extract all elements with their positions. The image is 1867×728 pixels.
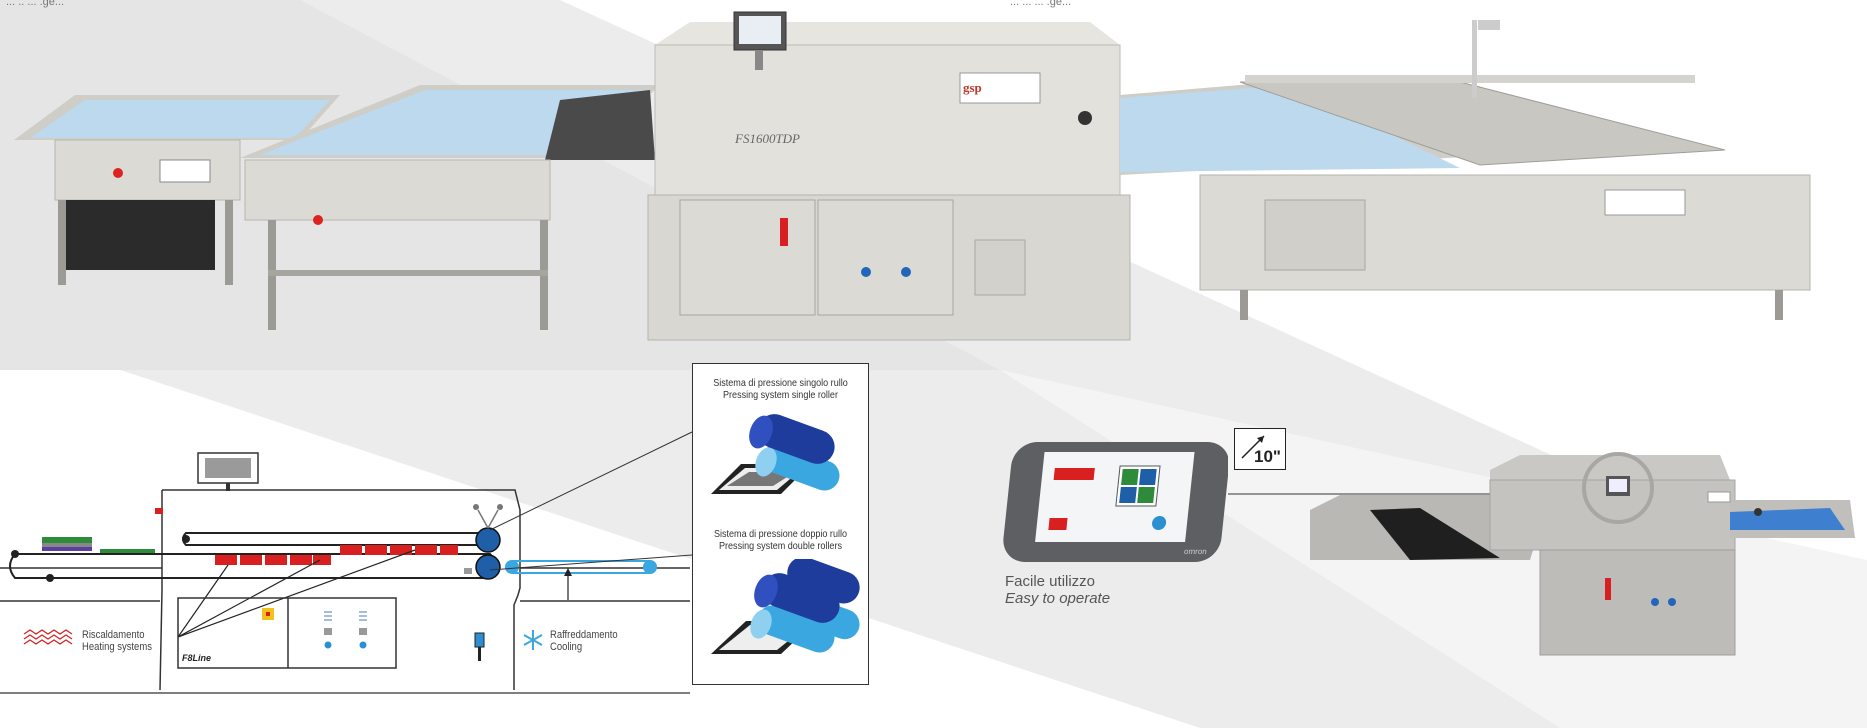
heat-waves-icon: [23, 629, 73, 645]
emergency-stop-left: [113, 168, 123, 178]
page-ref-right: ... ... ... .ge...: [1010, 0, 1072, 8]
single-roller-illustration: [711, 414, 840, 494]
cooling-label: Raffreddamento Cooling: [550, 629, 618, 653]
line-label: F8Line: [182, 653, 212, 663]
process-schematic: [0, 452, 690, 694]
pressing-single-title: Sistema di pressione singolo rullo Press…: [705, 377, 856, 401]
heating-label: Riscaldamento Heating systems: [82, 629, 152, 653]
model-label: FS1600TDP: [734, 131, 800, 146]
screen-highlight-circle: [1582, 452, 1654, 524]
gsp-sticker-center: [959, 72, 1041, 104]
screen-size-value: 10": [1254, 447, 1281, 466]
cooling-label-en: Cooling: [550, 641, 583, 653]
panel-caption-en: Easy to operate: [1005, 590, 1111, 607]
screen-size-badge: 10": [1234, 428, 1286, 470]
hmi-panel: omron: [1003, 442, 1228, 562]
conveyor-belt-right: [1120, 85, 1460, 172]
conveyor-belt-left: [30, 100, 330, 138]
emergency-stop-mid: [313, 215, 323, 225]
gsp-sticker-right: [1604, 189, 1686, 216]
svg-text:gsp: gsp: [963, 80, 982, 95]
machine-illustration: gsp FS1600TDP: [14, 11, 1811, 341]
pressing-double-it: Sistema di pressione doppio rullo: [713, 528, 848, 540]
heaters-lower: [215, 555, 331, 565]
cooling-label-it: Raffreddamento: [550, 629, 618, 641]
heating-label-it: Riscaldamento: [82, 629, 145, 641]
gsp-sticker-left: [159, 159, 211, 183]
heaters-upper: [340, 545, 458, 555]
pressing-single-it: Sistema di pressione singolo rullo: [713, 377, 848, 389]
snowflake-icon: [523, 630, 543, 650]
double-roller-illustration: [711, 559, 860, 654]
press-roller-bottom: [475, 554, 501, 580]
pressing-double-title: Sistema di pressione doppio rullo Pressi…: [705, 528, 856, 552]
pressing-single-en: Pressing system single roller: [723, 389, 838, 401]
page-ref-left: ... .. ... .ge...: [6, 0, 65, 8]
omron-logo: omron: [1184, 547, 1208, 556]
heating-label-en: Heating systems: [82, 641, 152, 653]
panel-caption: Facile utilizzo Easy to operate: [1005, 573, 1110, 607]
compact-machine: [1310, 452, 1855, 656]
pressing-callout: Sistema di pressione singolo rullo Press…: [692, 363, 869, 685]
panel-caption-it: Facile utilizzo: [1005, 573, 1096, 590]
main-switch: [780, 218, 788, 246]
pressing-double-en: Pressing system double rollers: [719, 540, 842, 552]
